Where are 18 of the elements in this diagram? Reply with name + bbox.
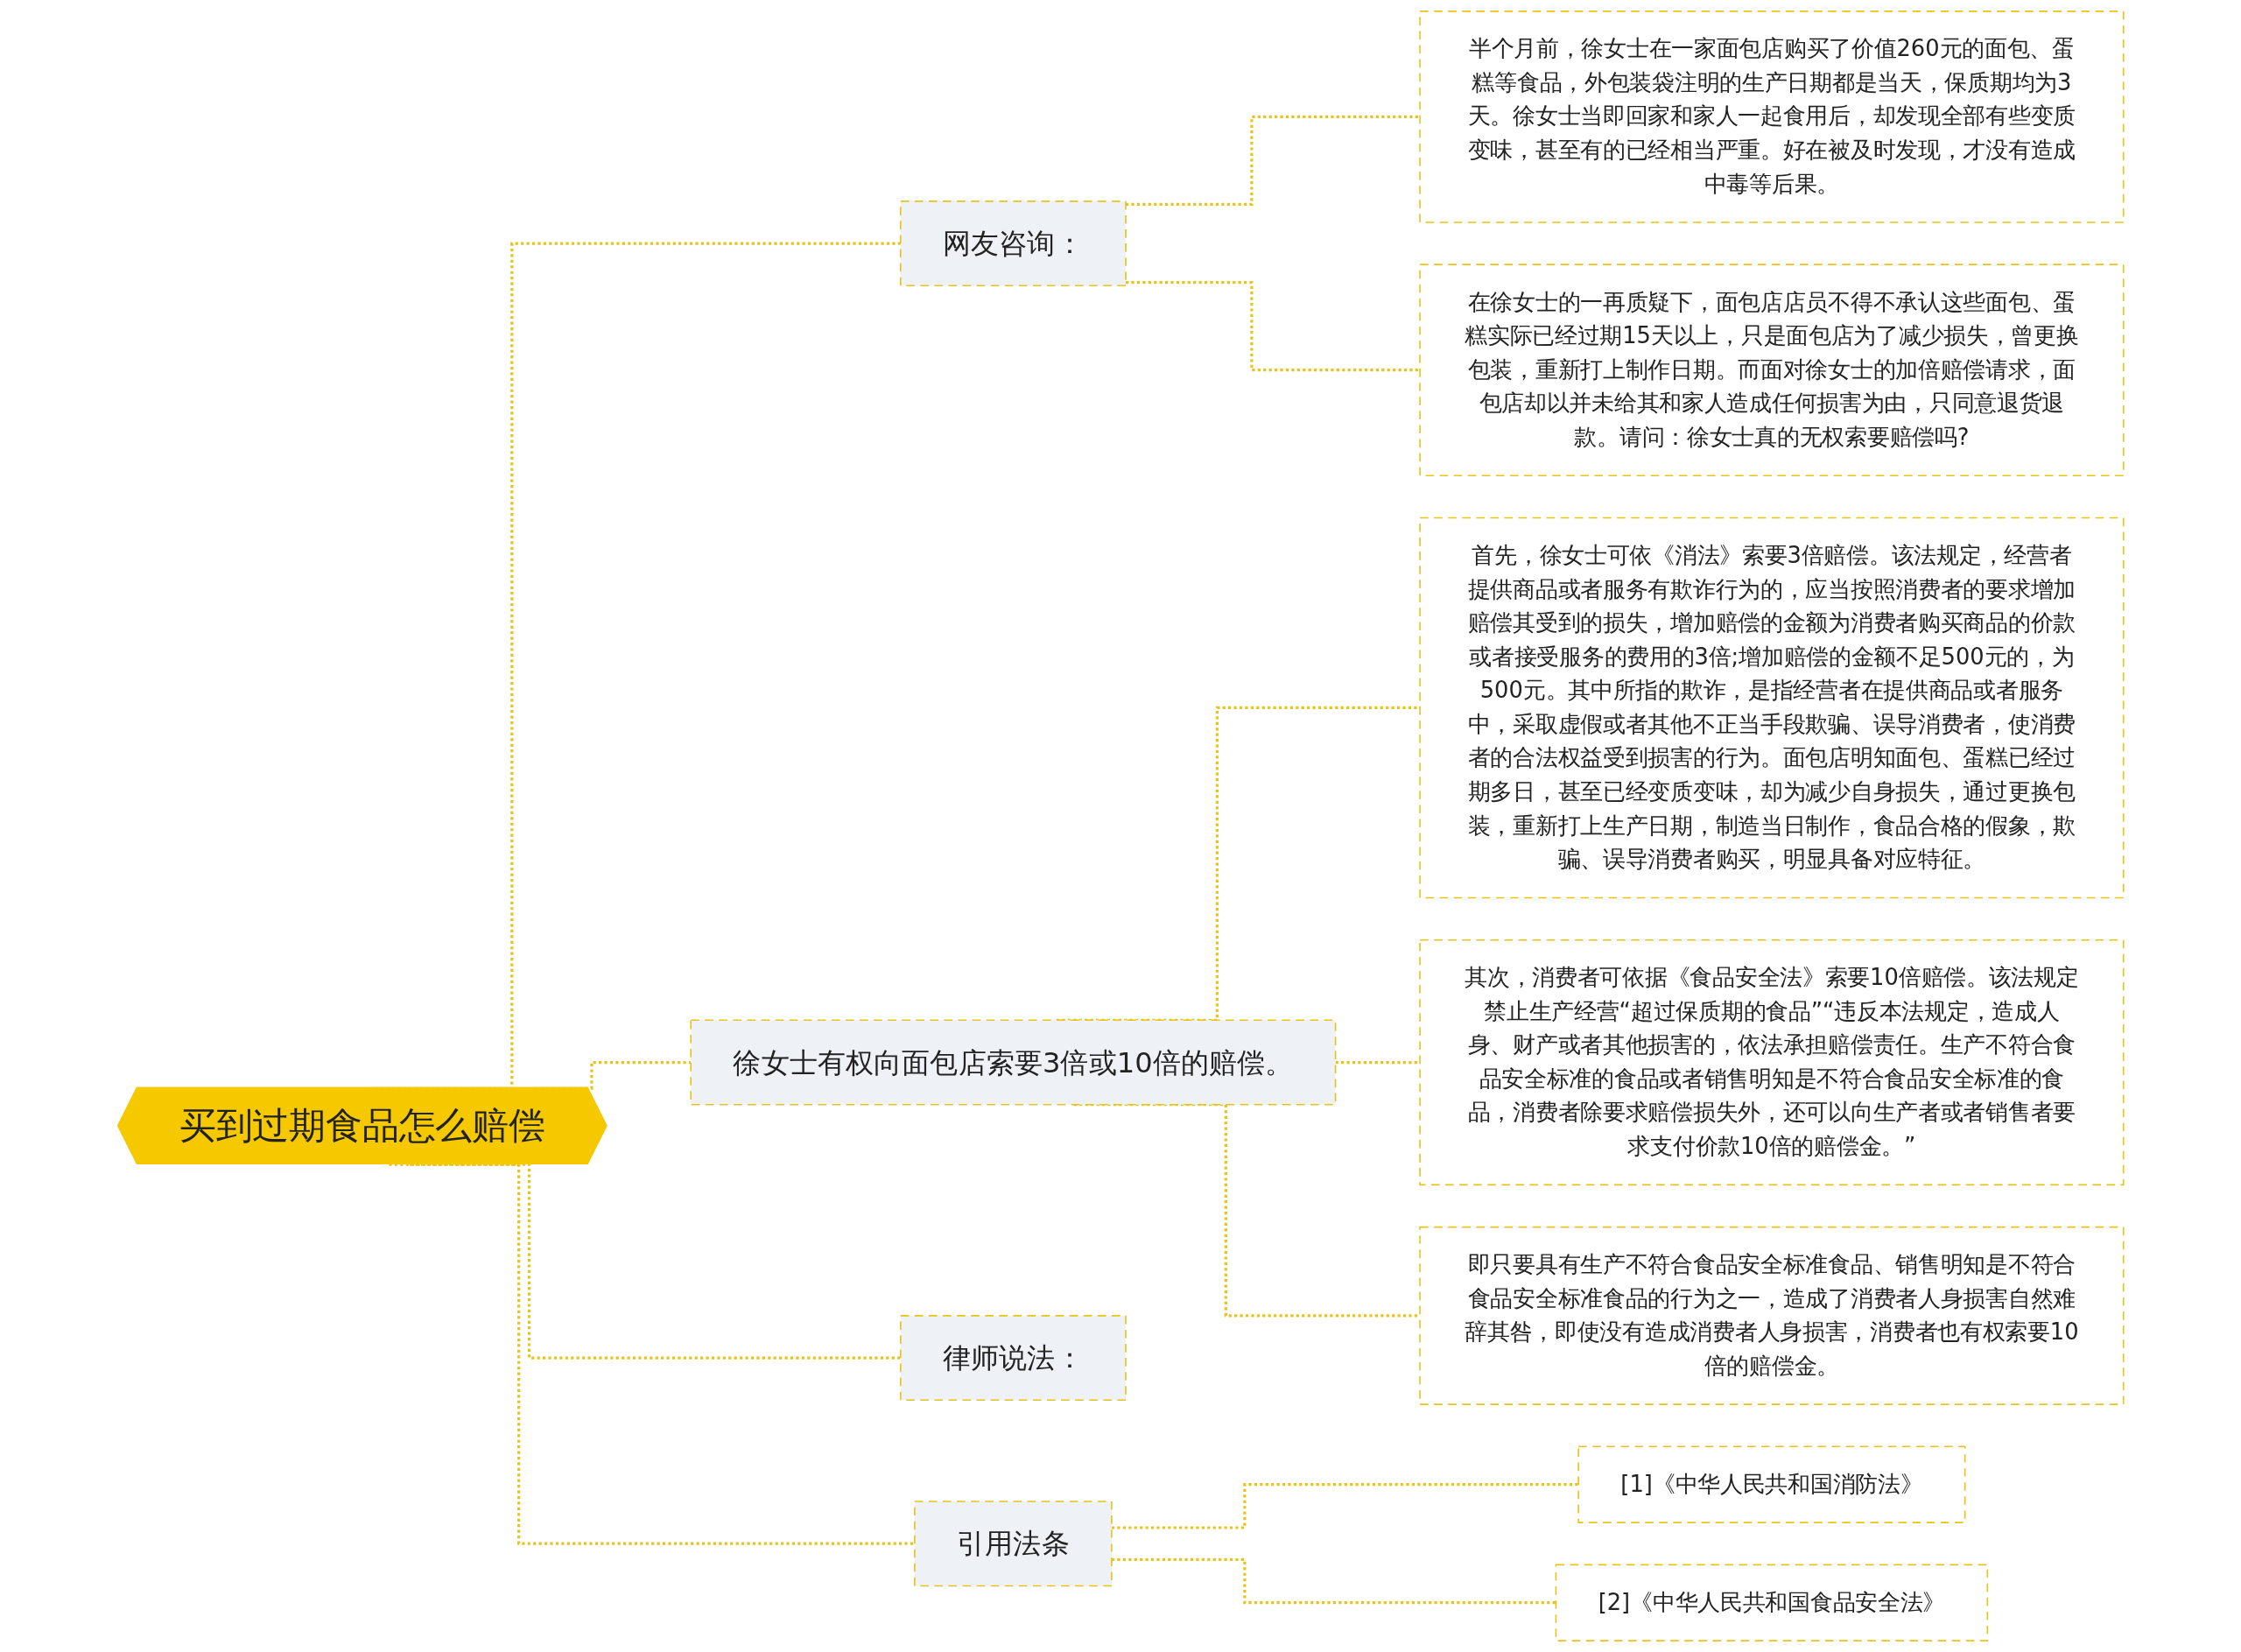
node-box: [1]《中华人民共和国消防法》 — [1577, 1445, 1966, 1523]
node-box: 首先，徐女士可依《消法》索要3倍赔偿。该法规定，经营者提供商品或者服务有欺诈行为的，应当按照消费者的要求增加赔偿其受到的损失，增加赔偿的金额为消费者购买商品的价款或者接受服务的费用的3倍;增加赔偿的金额不足500元的，为500元。其中所指的欺诈，是指经营者在提供商品或者服务中，采取虚假或者其他不正当手段欺骗、误导消费者，使消费者的合法权益受到损害的行为。面包店明知面包、蛋糕已经过期多日，甚至已经变质变味，却为减少自身损失，通过更换包装，重新打上生产日期，制造当日制作，食品合格的假象，欺骗、误导消费者购买，明显具备对应特征。 — [1418, 517, 2125, 899]
connector — [1111, 1557, 1556, 1605]
node-box: 网友咨询： — [899, 200, 1127, 287]
connector — [1125, 115, 1420, 206]
node-box: 律师说法： — [899, 1315, 1127, 1402]
node-box: 徐女士有权向面包店索要3倍或10倍的赔偿。 — [690, 1019, 1337, 1106]
node-box: 即只要具有生产不符合食品安全标准食品、销售明知是不符合食品安全标准食品的行为之一，造成了消费者人身损害自然难辞其咎，即使没有造成消费者人身损害，消费者也有权索要10倍的赔偿金。 — [1418, 1226, 2125, 1405]
node-box: 引用法条 — [913, 1501, 1113, 1587]
connector — [1125, 281, 1420, 372]
node-box: 在徐女士的一再质疑下，面包店店员不得不承认这些面包、蛋糕实际已经过期15天以上，只是面包店为了减少损失，曾更换包装，重新打上制作日期。而面对徐女士的加倍赔偿请求，面包店却以并未给其和家人造成任何损害为由，只同意退货退款。请问：徐女士真的无权索要赔偿吗? — [1418, 264, 2125, 477]
node-box: [2]《中华人民共和国食品安全法》 — [1555, 1564, 1988, 1641]
connector — [409, 1163, 901, 1360]
connector — [1111, 1483, 1578, 1529]
node-box: 半个月前，徐女士在一家面包店购买了价值260元的面包、蛋糕等食品，外包装袋注明的生产日期都是当天，保质期均为3天。徐女士当即回家和家人一起食用后，却发现全部有些变质变味，甚至有的已经相当严重。好在被及时发现，才没有造成中毒等后果。 — [1418, 11, 2125, 223]
node-box: 其次，消费者可依据《食品安全法》索要10倍赔偿。该法规定禁止生产经营“超过保质期的食品”“违反本法规定，造成人身、财产或者其他损害的，依法承担赔偿责任。生产不符合食品安全标准的食品或者销售明知是不符合食品安全标准的食品，消费者除要求赔偿损失外，还可以向生产者或者销售者要求支付价款10倍的赔偿金。” — [1418, 938, 2125, 1186]
connector — [1335, 1060, 1420, 1065]
connector — [389, 1163, 915, 1545]
